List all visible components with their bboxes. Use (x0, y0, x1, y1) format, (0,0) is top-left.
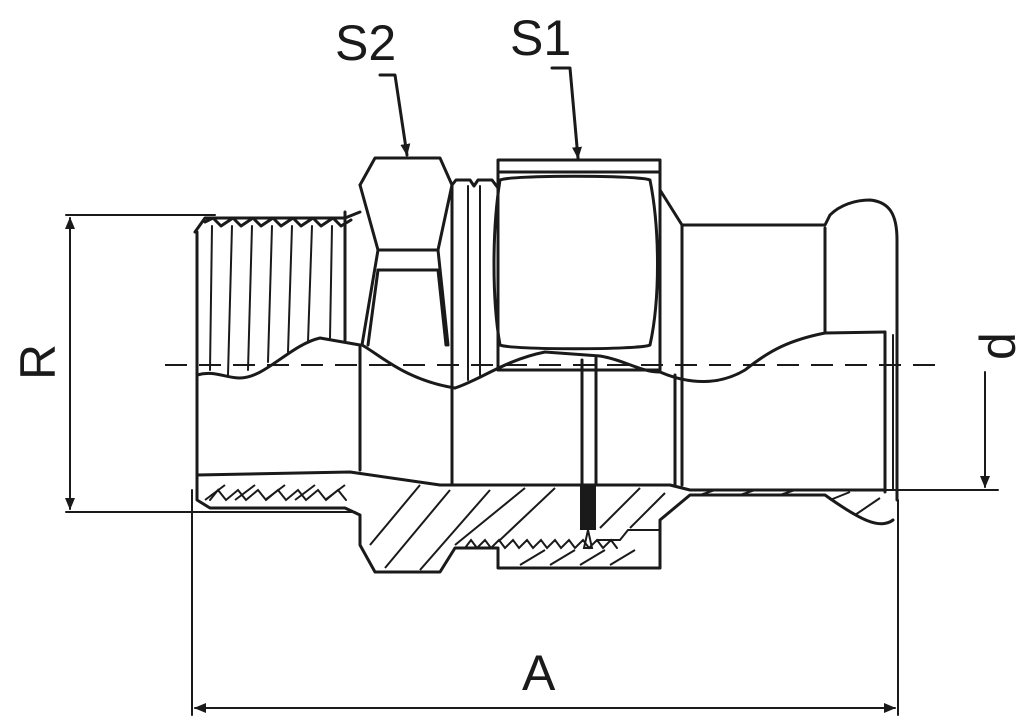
leader-s1 (550, 66, 583, 160)
male-thread-end (193, 210, 362, 482)
label-d: d (970, 332, 1024, 360)
section-view (195, 478, 895, 574)
collar (450, 178, 500, 387)
label-a: A (522, 645, 556, 701)
dimension-r (65, 214, 356, 513)
label-s1: S1 (510, 10, 571, 66)
label-r: R (10, 344, 66, 380)
leader-s2 (378, 73, 411, 157)
body-lower-half (195, 343, 887, 492)
dimension-a (191, 489, 899, 716)
label-s2: S2 (335, 15, 396, 71)
hex-body-s2 (358, 156, 457, 390)
dimension-d (884, 371, 999, 491)
press-socket (658, 188, 899, 502)
union-nut-s1 (453, 158, 662, 390)
